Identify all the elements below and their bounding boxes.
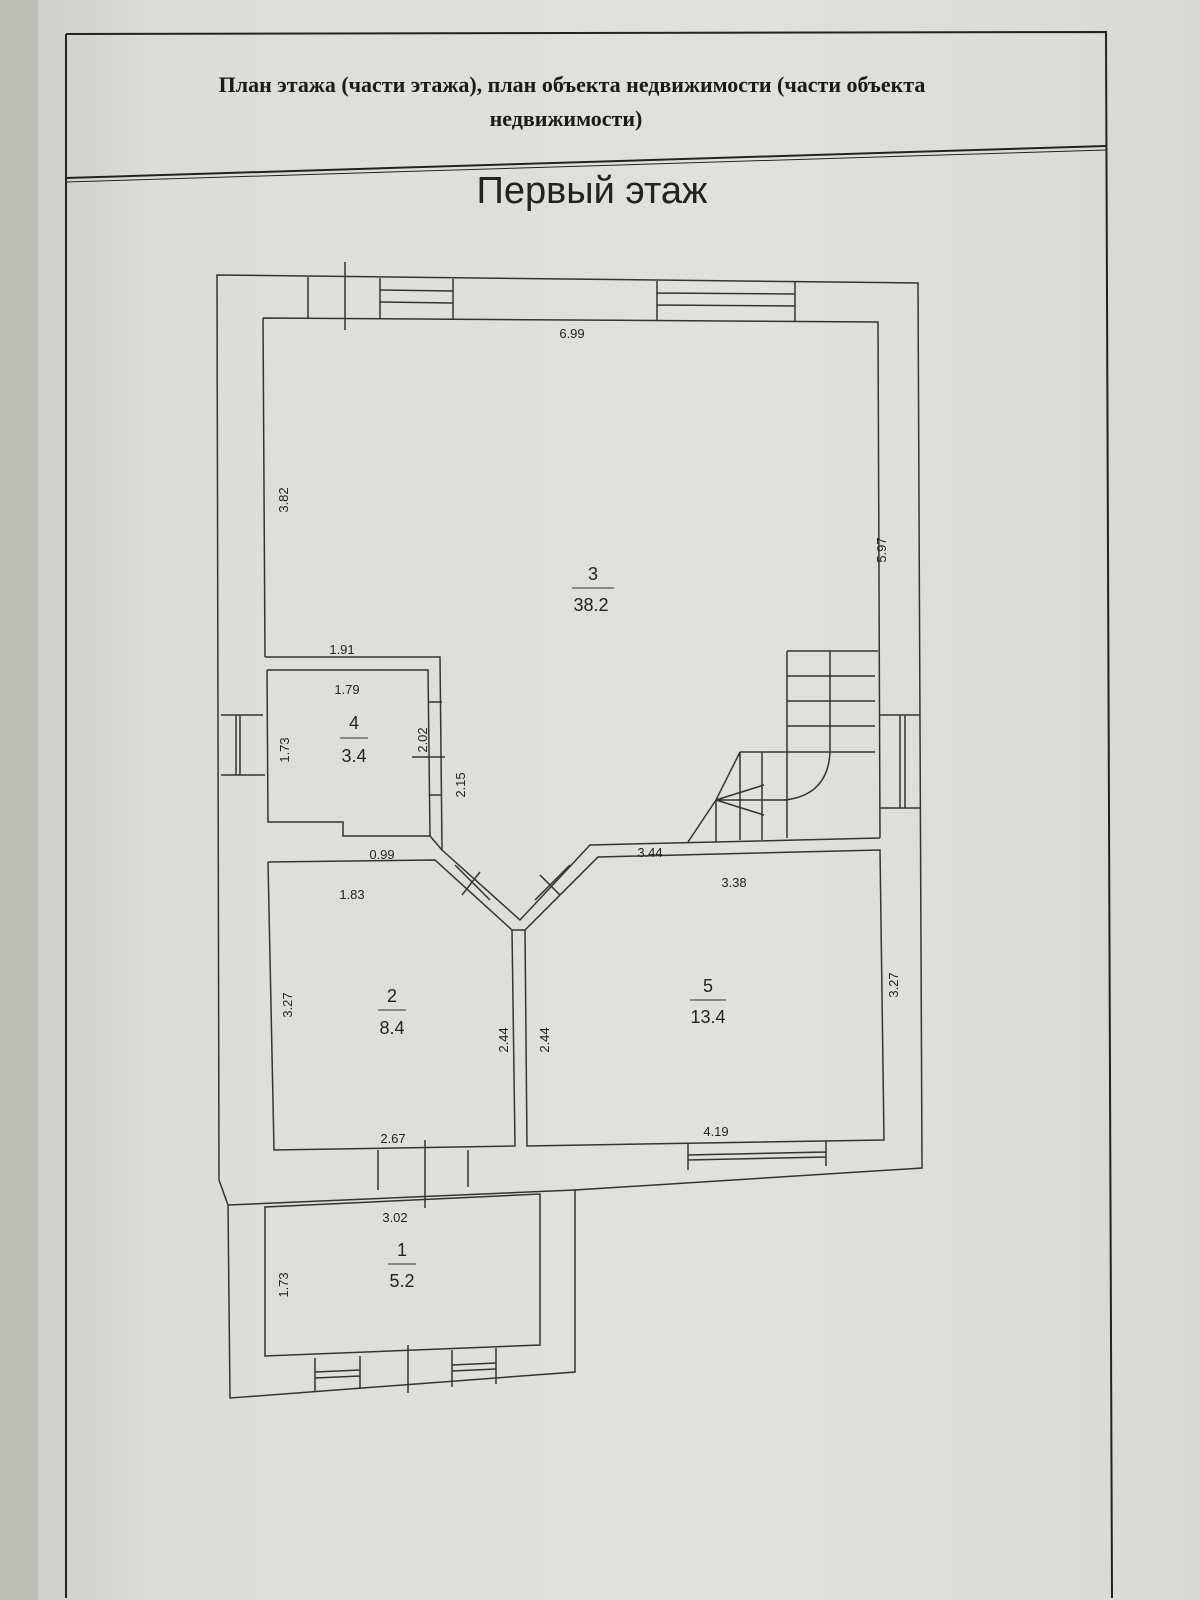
room-1-area: 5.2 bbox=[389, 1271, 414, 1291]
room-3-area: 38.2 bbox=[573, 595, 608, 615]
svg-text:1.91: 1.91 bbox=[329, 642, 354, 657]
svg-text:2.67: 2.67 bbox=[380, 1131, 405, 1146]
svg-text:6.99: 6.99 bbox=[559, 326, 584, 341]
room-5-number: 5 bbox=[703, 976, 713, 996]
room-4-area: 3.4 bbox=[341, 746, 366, 766]
svg-text:0.99: 0.99 bbox=[369, 847, 394, 862]
room-2-number: 2 bbox=[387, 986, 397, 1006]
svg-text:3.82: 3.82 bbox=[276, 487, 291, 512]
svg-text:2.44: 2.44 bbox=[496, 1027, 511, 1052]
svg-text:2.44: 2.44 bbox=[537, 1027, 552, 1052]
header-divider bbox=[65, 145, 1107, 179]
plan-walls bbox=[216, 262, 923, 1399]
room-2-area: 8.4 bbox=[379, 1018, 404, 1038]
svg-text:2.02: 2.02 bbox=[415, 727, 430, 752]
dimension-labels: 6.99 3.82 5.97 1.91 1.79 1.73 2.02 2.15 … bbox=[276, 326, 901, 1298]
svg-text:3.27: 3.27 bbox=[280, 992, 295, 1017]
svg-text:3.38: 3.38 bbox=[721, 875, 746, 890]
svg-text:3.44: 3.44 bbox=[637, 845, 662, 860]
floor-title: Первый этаж bbox=[477, 170, 709, 212]
page-frame bbox=[65, 30, 1113, 1599]
svg-text:3.02: 3.02 bbox=[382, 1210, 407, 1225]
svg-text:1.83: 1.83 bbox=[339, 887, 364, 902]
svg-text:1.73: 1.73 bbox=[277, 737, 292, 762]
header-line-2: недвижимости) bbox=[490, 106, 643, 131]
room-5-area: 13.4 bbox=[690, 1007, 725, 1027]
room-1-number: 1 bbox=[397, 1240, 407, 1260]
svg-text:4.19: 4.19 bbox=[703, 1124, 728, 1139]
svg-text:5.97: 5.97 bbox=[874, 537, 889, 562]
svg-text:2.15: 2.15 bbox=[453, 772, 468, 797]
document-page bbox=[38, 0, 1200, 1600]
svg-text:1.73: 1.73 bbox=[276, 1272, 291, 1297]
header-line-1: План этажа (части этажа), план объекта н… bbox=[219, 72, 926, 97]
room-3-number: 3 bbox=[588, 564, 598, 584]
svg-text:1.79: 1.79 bbox=[334, 682, 359, 697]
svg-text:3.27: 3.27 bbox=[886, 972, 901, 997]
room-4-number: 4 bbox=[349, 713, 359, 733]
